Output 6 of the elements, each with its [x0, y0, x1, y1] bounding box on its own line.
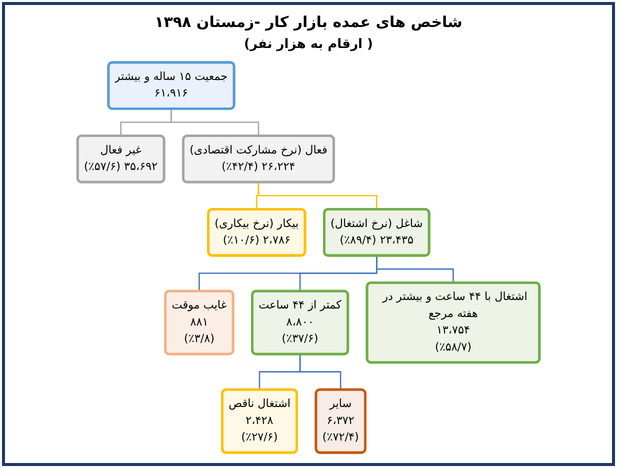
- connector: [256, 182, 260, 210]
- title: شاخص های عمده بازار کار -زمستان ۱۳۹۸: [154, 13, 462, 31]
- connector: [198, 256, 378, 292]
- note: ( ارقام به هزار نفر): [244, 37, 373, 52]
- connector: [299, 354, 342, 390]
- connector: [120, 108, 172, 136]
